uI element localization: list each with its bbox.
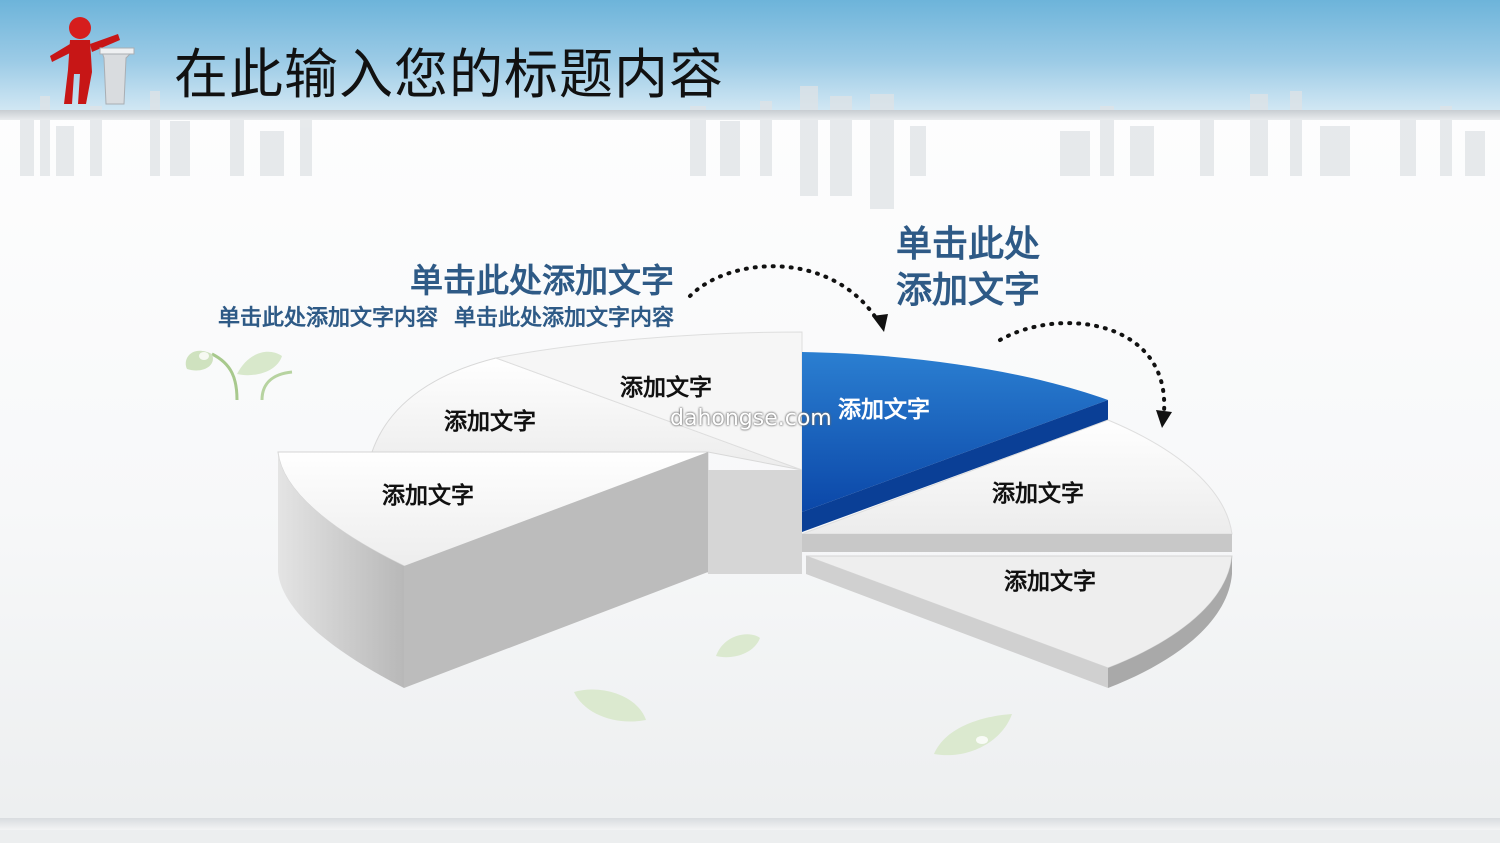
segment-label-highlighted: 添加文字 (838, 397, 930, 423)
slide-title: 在此输入您的标题内容 (174, 43, 724, 106)
leaf-decoration-icon (934, 714, 1012, 756)
watermark: dahongse.com (670, 406, 832, 431)
header-divider (0, 110, 1500, 120)
callout-left-subtext-1: 单击此处添加文字内容 (217, 306, 438, 331)
segment-label-right: 添加文字 (992, 481, 1084, 507)
sprout-decoration-icon (185, 350, 293, 400)
callout-right-heading: 单击此处 添加文字 (896, 222, 1040, 314)
leaf-decoration-icon (716, 634, 760, 658)
segment-label-front-right: 添加文字 (1004, 569, 1096, 595)
pie-segment-back (494, 331, 803, 471)
header-band (0, 0, 1500, 112)
segment-label-back-left: 添加文字 (444, 409, 536, 435)
pie-segment-front-right (805, 555, 1233, 688)
callout-left-subtext-2: 单击此处添加文字内容 (453, 306, 674, 331)
callout-left-subtext: 单击此处添加文字内容单击此处添加文字内容 (218, 300, 674, 332)
callout-left-heading: 单击此处添加文字 (410, 261, 674, 300)
city-skyline-decoration (20, 86, 1485, 209)
callout-right-heading-line1: 单击此处 (896, 224, 1041, 265)
presenter-figure-icon (50, 17, 135, 105)
leaf-decoration-icon (574, 689, 646, 722)
footer-divider (0, 818, 1500, 830)
dotted-arrow-left (688, 264, 888, 332)
segment-label-back: 添加文字 (620, 375, 712, 401)
dotted-arrow-right (998, 321, 1172, 428)
pie-segment-highlighted (802, 352, 1108, 532)
pie-segment-front-left (277, 451, 802, 688)
callout-right-heading-line2: 添加文字 (896, 270, 1041, 311)
segment-label-front-left: 添加文字 (382, 483, 474, 509)
pie-segment-right (801, 419, 1233, 552)
